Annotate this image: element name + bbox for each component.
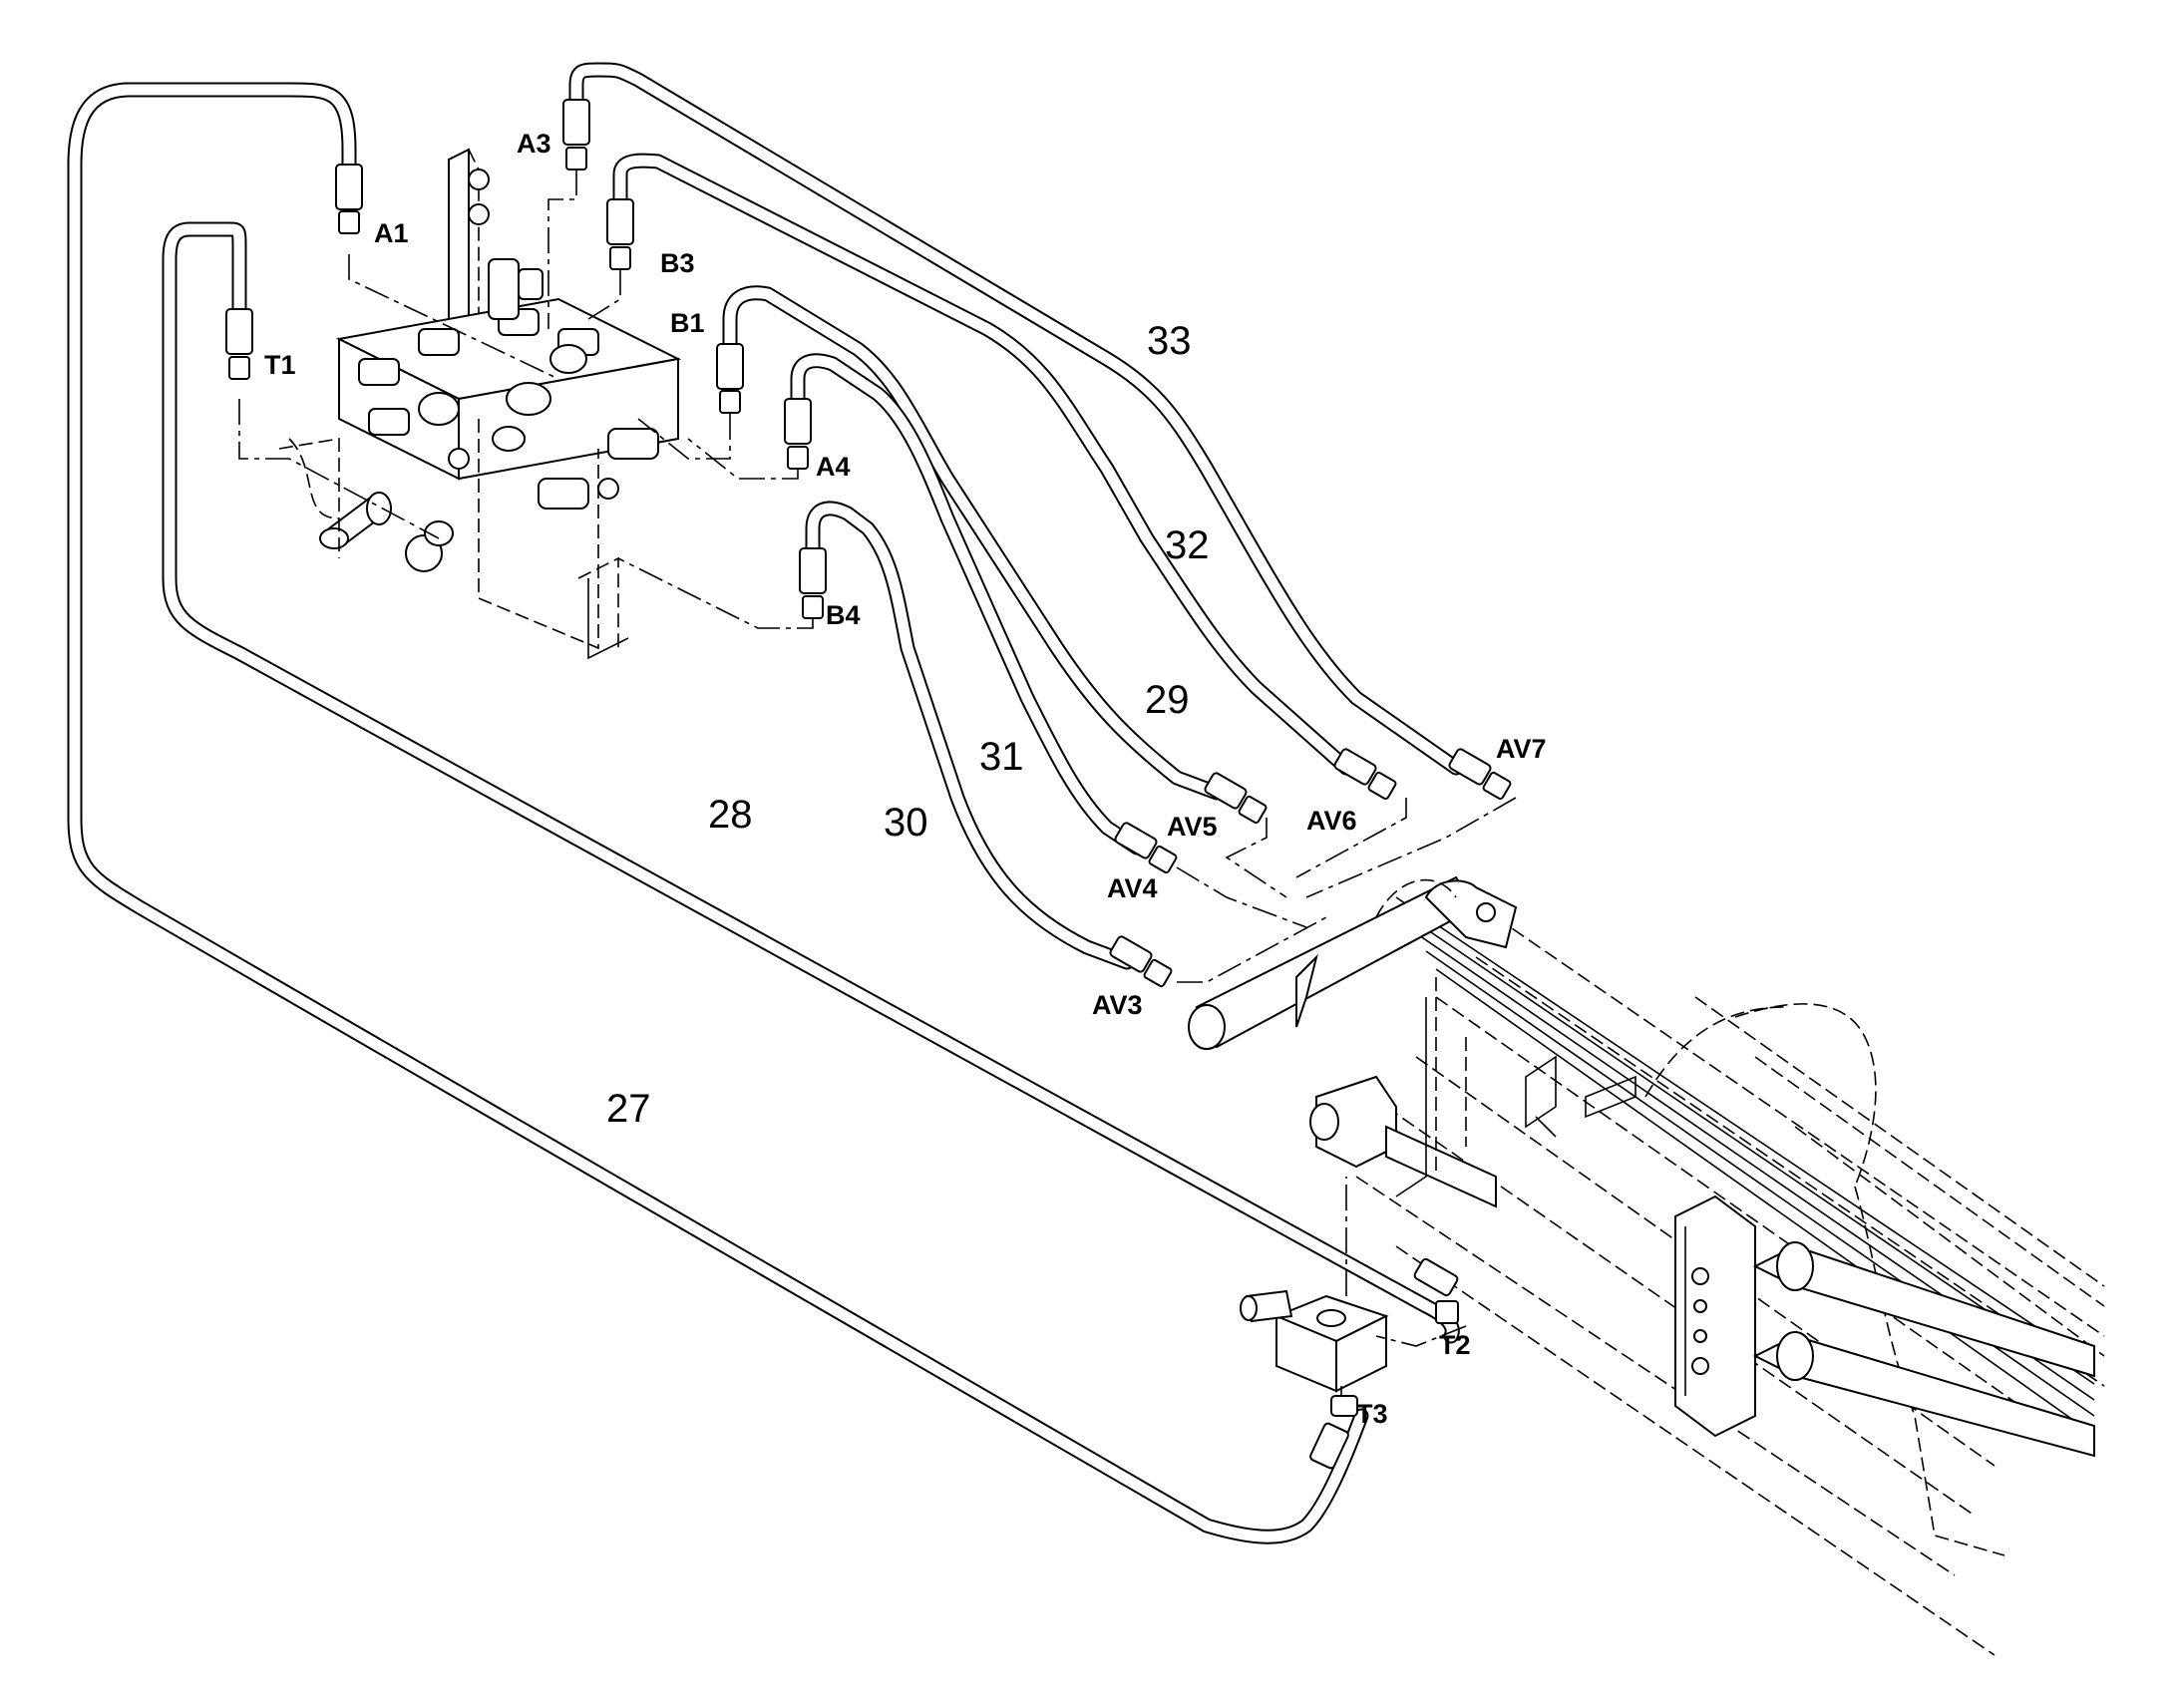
fitting-T1 (225, 308, 253, 380)
port-label-A1: A1 (374, 218, 409, 248)
hose-29 (722, 285, 1225, 801)
return-filter-block (1240, 1289, 1389, 1393)
hose-number-32: 32 (1165, 523, 1210, 567)
hoses (67, 62, 1464, 1544)
port-label-AV4: AV4 (1107, 873, 1158, 903)
hose-28 (162, 221, 1460, 1344)
port-label-A3: A3 (517, 129, 551, 159)
boom-assembly (1188, 875, 2105, 1656)
hose-number-33: 33 (1147, 319, 1192, 363)
port-label-AV6: AV6 (1306, 806, 1357, 836)
port-label-T1: T1 (264, 350, 296, 380)
fitting-B3 (606, 198, 634, 270)
port-label-AV5: AV5 (1167, 812, 1218, 842)
port-label-AV3: AV3 (1092, 990, 1143, 1020)
port-label-B3: B3 (660, 248, 695, 278)
fitting-A1 (335, 164, 363, 234)
hose-number-30: 30 (884, 801, 928, 845)
fitting-B4 (799, 547, 827, 619)
hose-33 (568, 62, 1464, 776)
hose-30 (805, 501, 1135, 970)
fitting-AV4 (1114, 822, 1178, 874)
hose-31 (790, 353, 1145, 855)
fitting-T2 (1413, 1257, 1459, 1324)
fitting-AV5 (1204, 772, 1268, 825)
port-label-AV7: AV7 (1496, 734, 1547, 764)
fitting-A3 (562, 99, 590, 171)
control-valve-block (278, 148, 682, 660)
fitting-AV6 (1333, 748, 1397, 801)
port-label-B1: B1 (670, 308, 705, 338)
port-label-T2: T2 (1439, 1330, 1471, 1360)
fitting-AV3 (1109, 935, 1173, 988)
hose-27 (67, 82, 1369, 1544)
fittings (225, 99, 1512, 1470)
hose-number-28: 28 (708, 793, 753, 837)
connection-leaders (238, 170, 1517, 1396)
hose-32 (612, 153, 1354, 776)
fitting-AV7 (1448, 748, 1512, 801)
hose-number-29: 29 (1145, 678, 1190, 722)
port-label-A4: A4 (816, 452, 851, 482)
fitting-B1 (716, 343, 744, 414)
hose-number-31: 31 (979, 735, 1024, 779)
port-label-T3: T3 (1356, 1399, 1388, 1429)
hose-number-27: 27 (606, 1087, 651, 1131)
port-label-B4: B4 (826, 600, 861, 630)
hose-numbers: 27 28 29 30 31 32 33 (606, 319, 1210, 1131)
fitting-T3 (1309, 1395, 1358, 1470)
fitting-A4 (784, 398, 812, 470)
port-labels: A1 A3 B3 B1 T1 A4 B4 AV3 AV4 AV5 AV6 AV7… (264, 129, 1547, 1429)
